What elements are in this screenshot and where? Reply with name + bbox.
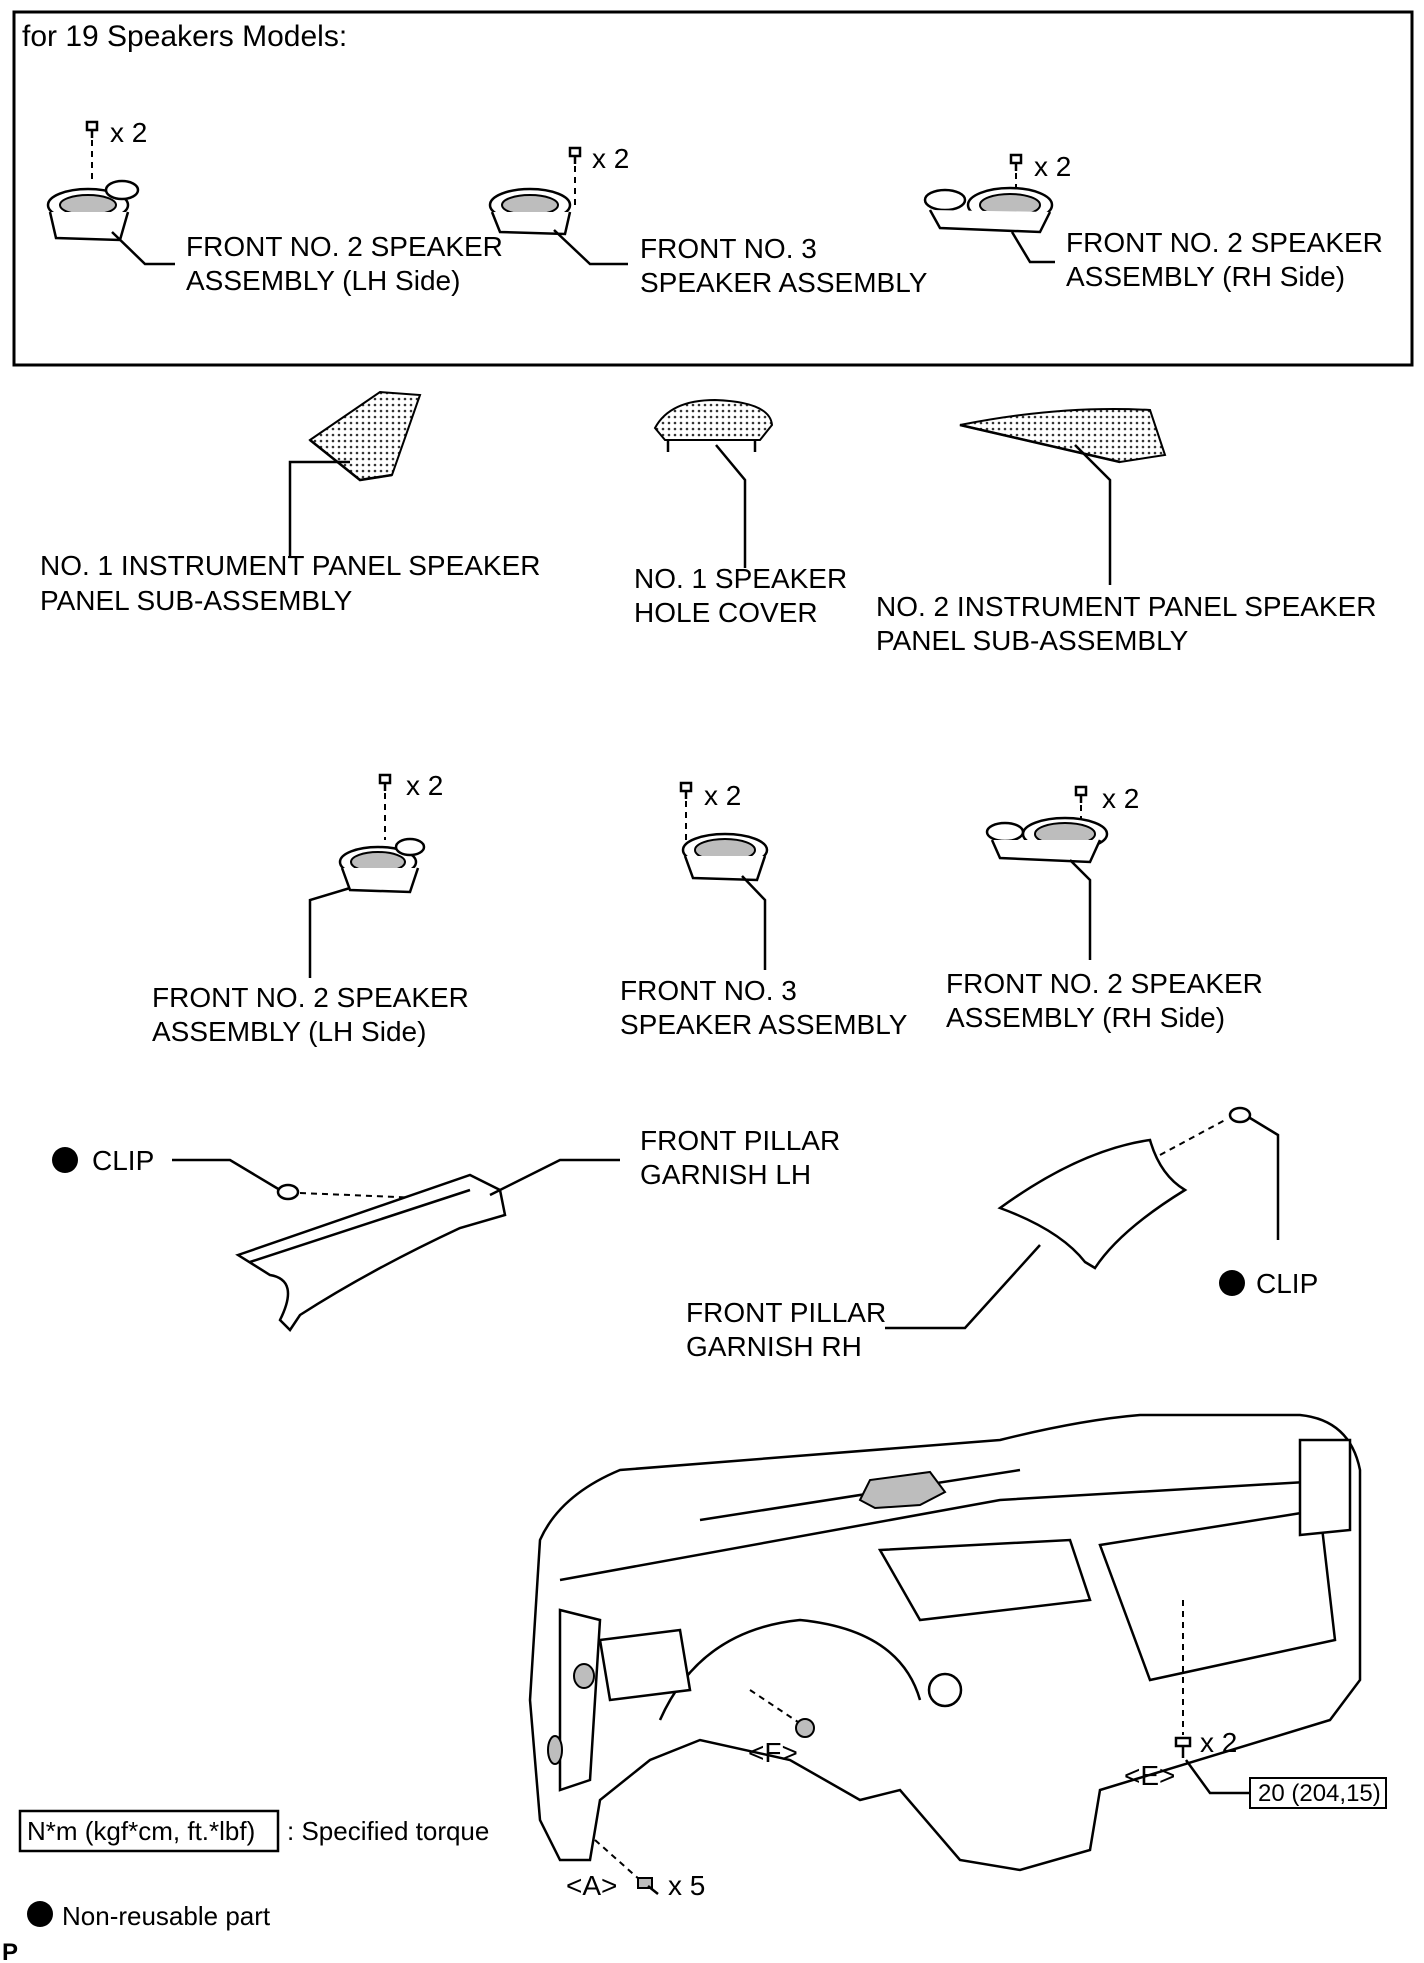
garnish-lh-line1: FRONT PILLAR <box>640 1125 840 1156</box>
panel-no2: NO. 2 INSTRUMENT PANEL SPEAKER PANEL SUB… <box>876 408 1377 656</box>
mid-speaker-rh-qty: x 2 <box>1102 783 1139 814</box>
torque-legend-box <box>18 1809 280 1853</box>
garnish-lh: CLIP FRONT PILLAR GARNISH LH <box>52 1125 840 1332</box>
hole-cover-line2: HOLE COVER <box>634 597 818 628</box>
mid-speaker-center-qty: x 2 <box>704 780 741 811</box>
top-speaker-lh-qty: x 2 <box>110 117 147 148</box>
bolt-icon <box>1009 153 1023 171</box>
bolt-icon <box>679 781 693 799</box>
nut-icon <box>795 1718 815 1738</box>
clip-right-label: CLIP <box>1256 1268 1318 1299</box>
garnish-rh: CLIP FRONT PILLAR GARNISH RH <box>686 1106 1318 1362</box>
hole-cover-line1: NO. 1 SPEAKER <box>634 563 847 594</box>
nonreusable-legend-text: Non-reusable part <box>62 1901 271 1931</box>
top-speaker-lh: x 2 FRONT NO. 2 SPEAKER ASSEMBLY (LH Sid… <box>46 117 503 296</box>
panel-no2-line2: PANEL SUB-ASSEMBLY <box>876 625 1189 656</box>
mid-speaker-lh-name1: FRONT NO. 2 SPEAKER <box>152 982 469 1013</box>
panel-no1-line1: NO. 1 INSTRUMENT PANEL SPEAKER <box>40 550 541 581</box>
top-speaker-center-name1: FRONT NO. 3 <box>640 233 817 264</box>
footer-code: P <box>2 1939 18 1963</box>
top-speaker-lh-name2: ASSEMBLY (LH Side) <box>186 265 460 296</box>
qty-e: x 2 <box>1200 1727 1237 1758</box>
mid-speaker-center-name2: SPEAKER ASSEMBLY <box>620 1009 908 1040</box>
mid-speaker-center: x 2 FRONT NO. 3 SPEAKER ASSEMBLY <box>620 780 908 1040</box>
nonreusable-dot-icon <box>1219 1270 1245 1296</box>
bolt-icon <box>85 120 99 138</box>
box-heading: for 19 Speakers Models: <box>22 20 347 53</box>
bolt-icon <box>1174 1736 1192 1758</box>
panel-no1-line2: PANEL SUB-ASSEMBLY <box>40 585 353 616</box>
panel-no2-line1: NO. 2 INSTRUMENT PANEL SPEAKER <box>876 591 1377 622</box>
torque-box-e <box>1249 1777 1387 1809</box>
nonreusable-dot-icon <box>27 1901 53 1927</box>
mid-speaker-lh-qty: x 2 <box>406 770 443 801</box>
bolt-icon <box>637 1877 659 1895</box>
legend: N*m (kgf*cm, ft.*lbf) : Specified torque… <box>18 1809 489 1931</box>
torque-value-e: 20 (204,15) <box>1258 1780 1381 1807</box>
speaker-models-box <box>12 10 1414 367</box>
mid-speaker-center-name1: FRONT NO. 3 <box>620 975 797 1006</box>
bolt-icon <box>568 146 582 164</box>
speaker-hole-cover: NO. 1 SPEAKER HOLE COVER <box>634 398 847 628</box>
instrument-panel-reinforcement <box>528 1413 1362 1872</box>
bolt-icon <box>1074 785 1088 803</box>
top-speaker-rh-qty: x 2 <box>1034 151 1071 182</box>
nut-f: <F> <box>748 1689 815 1768</box>
mid-speaker-lh: x 2 FRONT NO. 2 SPEAKER ASSEMBLY (LH Sid… <box>152 770 469 1047</box>
mid-speaker-rh-name2: ASSEMBLY (RH Side) <box>946 1002 1225 1033</box>
mid-speaker-rh: x 2 FRONT NO. 2 SPEAKER ASSEMBLY (RH Sid… <box>946 783 1263 1033</box>
torque-legend-units: N*m (kgf*cm, ft.*lbf) <box>27 1816 255 1846</box>
garnish-lh-line2: GARNISH LH <box>640 1159 811 1190</box>
top-speaker-rh: x 2 FRONT NO. 2 SPEAKER ASSEMBLY (RH Sid… <box>923 151 1383 292</box>
garnish-rh-line1: FRONT PILLAR <box>686 1297 886 1328</box>
bolt-icon <box>378 773 392 791</box>
nonreusable-dot-icon <box>52 1147 78 1173</box>
top-speaker-center-name2: SPEAKER ASSEMBLY <box>640 267 928 298</box>
qty-a: x 5 <box>668 1870 705 1901</box>
panel-no1: NO. 1 INSTRUMENT PANEL SPEAKER PANEL SUB… <box>40 390 541 616</box>
bolt-e: x 2 <E> 20 (204,15) <box>1124 1600 1387 1809</box>
top-speaker-rh-name2: ASSEMBLY (RH Side) <box>1066 261 1345 292</box>
bolt-a: <A> x 5 <box>566 1839 705 1901</box>
mid-speaker-lh-name2: ASSEMBLY (LH Side) <box>152 1016 426 1047</box>
top-speaker-center-qty: x 2 <box>592 143 629 174</box>
mid-speaker-rh-name1: FRONT NO. 2 SPEAKER <box>946 968 1263 999</box>
label-a: <A> <box>566 1870 617 1901</box>
top-speaker-lh-name1: FRONT NO. 2 SPEAKER <box>186 231 503 262</box>
label-f: <F> <box>748 1737 798 1768</box>
garnish-rh-line2: GARNISH RH <box>686 1331 862 1362</box>
torque-legend-text: : Specified torque <box>287 1816 489 1846</box>
clip-left-label: CLIP <box>92 1145 154 1176</box>
top-speaker-rh-name1: FRONT NO. 2 SPEAKER <box>1066 227 1383 258</box>
top-speaker-center: x 2 FRONT NO. 3 SPEAKER ASSEMBLY <box>488 143 928 298</box>
label-e: <E> <box>1124 1760 1175 1791</box>
